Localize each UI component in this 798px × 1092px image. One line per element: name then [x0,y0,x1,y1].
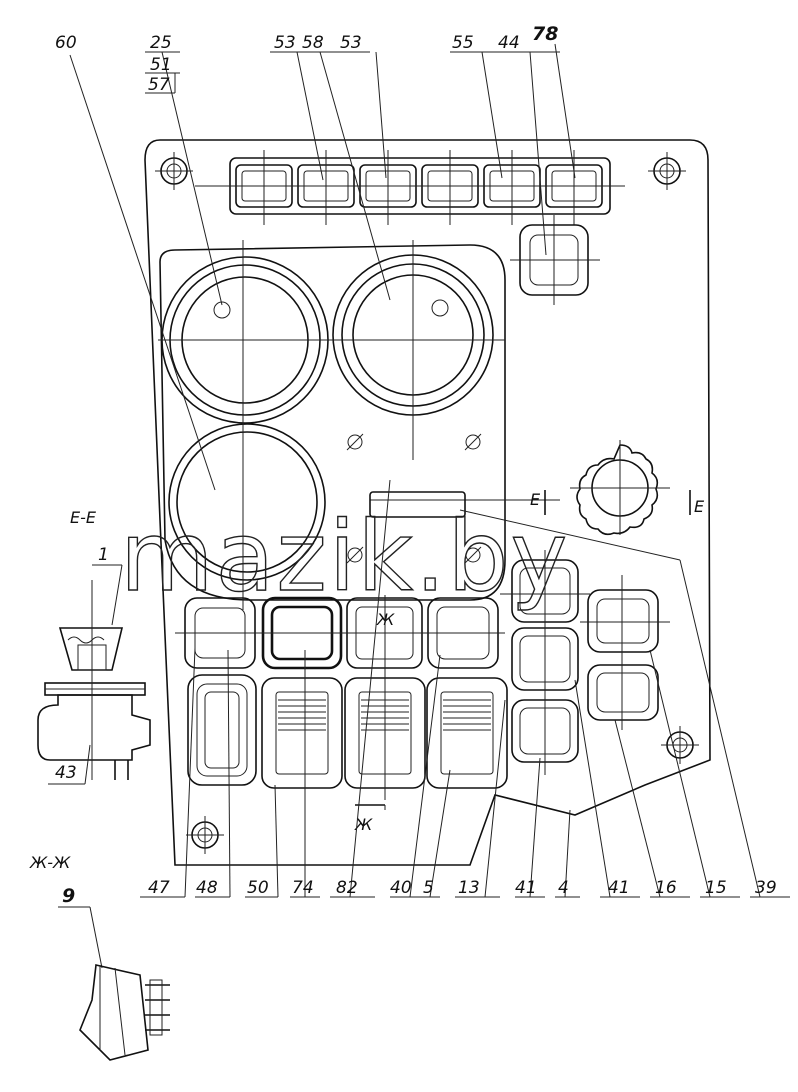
callout-13: 13 [458,878,480,898]
mounting-hole [648,152,686,190]
callout-39: 39 [755,878,777,898]
callout-1: 1 [98,545,109,565]
leader-lines [140,479,790,898]
gauge-cluster-frame [159,244,506,601]
callout-51: 51 [150,55,172,75]
warning-lamp-row [195,150,625,225]
callout-58: 58 [302,33,324,53]
screw [464,546,482,564]
section-mark-e-right: Е [694,497,705,516]
callout-25: 25 [150,33,172,53]
callout-15: 15 [705,878,727,898]
panel-outline [144,139,711,866]
mounting-hole [186,816,224,854]
callout-47: 47 [148,878,170,898]
section-view-ee [37,580,151,780]
callout-16: 16 [655,878,677,898]
callout-41a: 41 [515,878,537,898]
callout-43: 43 [55,763,77,783]
callout-9: 9 [62,885,75,907]
callout-44: 44 [498,33,520,53]
callout-82: 82 [336,878,358,898]
callout-50: 50 [247,878,269,898]
section-line-zhzh [355,804,386,810]
callout-5: 5 [423,878,434,898]
callout-48: 48 [196,878,218,898]
callout-4: 4 [558,878,569,898]
rocker-switch-row [187,674,508,789]
mounting-hole [155,152,193,190]
gauge-60 [168,423,326,581]
callout-57: 57 [148,75,170,95]
callout-78: 78 [532,23,558,45]
leader-lines [69,43,576,491]
callout-55: 55 [452,33,474,53]
callout-53a: 53 [274,33,296,53]
callout-41b: 41 [608,878,630,898]
section-mark-e-left: Е [530,490,541,509]
screw [464,433,482,451]
watermark: mazik.by [120,501,569,613]
mounting-hole [661,726,699,764]
right-button-column [500,550,670,775]
screw [346,546,364,564]
section-title-ee: Е-Е [70,508,97,527]
switch-tab [369,491,466,518]
callout-40: 40 [390,878,412,898]
callout-74: 74 [292,878,314,898]
section-title-zhzh: Ж-Ж [29,853,71,872]
screw [346,433,364,451]
knob-39 [570,440,670,536]
callout-53b: 53 [340,33,362,53]
section-mark-zh-bottom: Ж [354,815,373,834]
section-view-zhzh [79,964,170,1061]
callout-60: 60 [55,33,77,53]
indicator-lamp-44 [510,215,600,305]
